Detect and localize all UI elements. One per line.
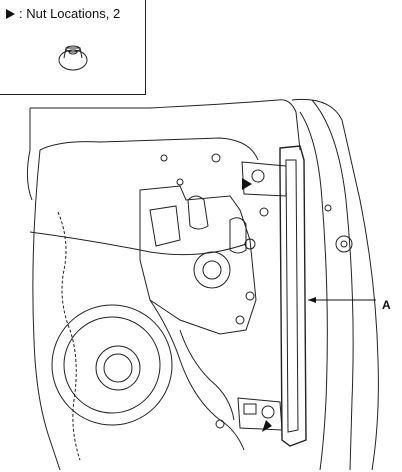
door-inner-contour [299, 111, 328, 471]
fastener-8 [215, 419, 225, 429]
triangle-marker-icon [6, 8, 15, 19]
upper-nut [251, 169, 265, 183]
carrier-strip-inner [285, 159, 299, 433]
callout-label-a: A [382, 298, 391, 312]
lower-nut [261, 405, 275, 419]
speaker-center [103, 353, 133, 383]
motor-housing [193, 251, 231, 289]
fastener-4 [259, 207, 269, 217]
lower-bracket [237, 397, 283, 431]
fastener-7 [235, 315, 245, 325]
fastener-10 [335, 235, 353, 253]
motor-hub [202, 260, 222, 280]
cable-lower [179, 329, 235, 421]
legend-text: : Nut Locations, 2 [19, 6, 121, 21]
callout-a-arrowhead [308, 297, 316, 303]
latch-actuator [229, 217, 247, 254]
speaker-cone [95, 345, 141, 391]
regulator-plate [149, 205, 181, 247]
inner-panel-top [39, 137, 259, 161]
fastener-10-center [340, 240, 348, 248]
fastener-6 [245, 291, 255, 301]
fastener-1 [176, 178, 184, 186]
speaker-ring-outer [51, 304, 173, 426]
door-frame-top-edge [30, 99, 301, 151]
module-carrier-strip [279, 145, 307, 447]
lower-clip [243, 403, 257, 415]
speaker-ring-middle [63, 316, 161, 414]
inner-panel-left [32, 149, 61, 471]
wire-harness-left [57, 211, 81, 461]
fastener-2 [160, 154, 168, 162]
fastener-9 [324, 204, 332, 212]
wire-harness-upper [29, 231, 247, 256]
latch-cylinder [187, 195, 209, 230]
door-seal-line [311, 99, 354, 471]
door-left-edge [26, 108, 33, 201]
flange-nut-icon [58, 45, 88, 71]
wire-harness-lower [149, 299, 245, 451]
triangle-marker-icon [242, 178, 252, 190]
triangle-marker-icon [262, 420, 272, 432]
legend-box: : Nut Locations, 2 [0, 0, 146, 95]
legend-title: : Nut Locations, 2 [6, 6, 120, 21]
fastener-3 [211, 153, 221, 163]
door-outer-contour [291, 98, 379, 471]
